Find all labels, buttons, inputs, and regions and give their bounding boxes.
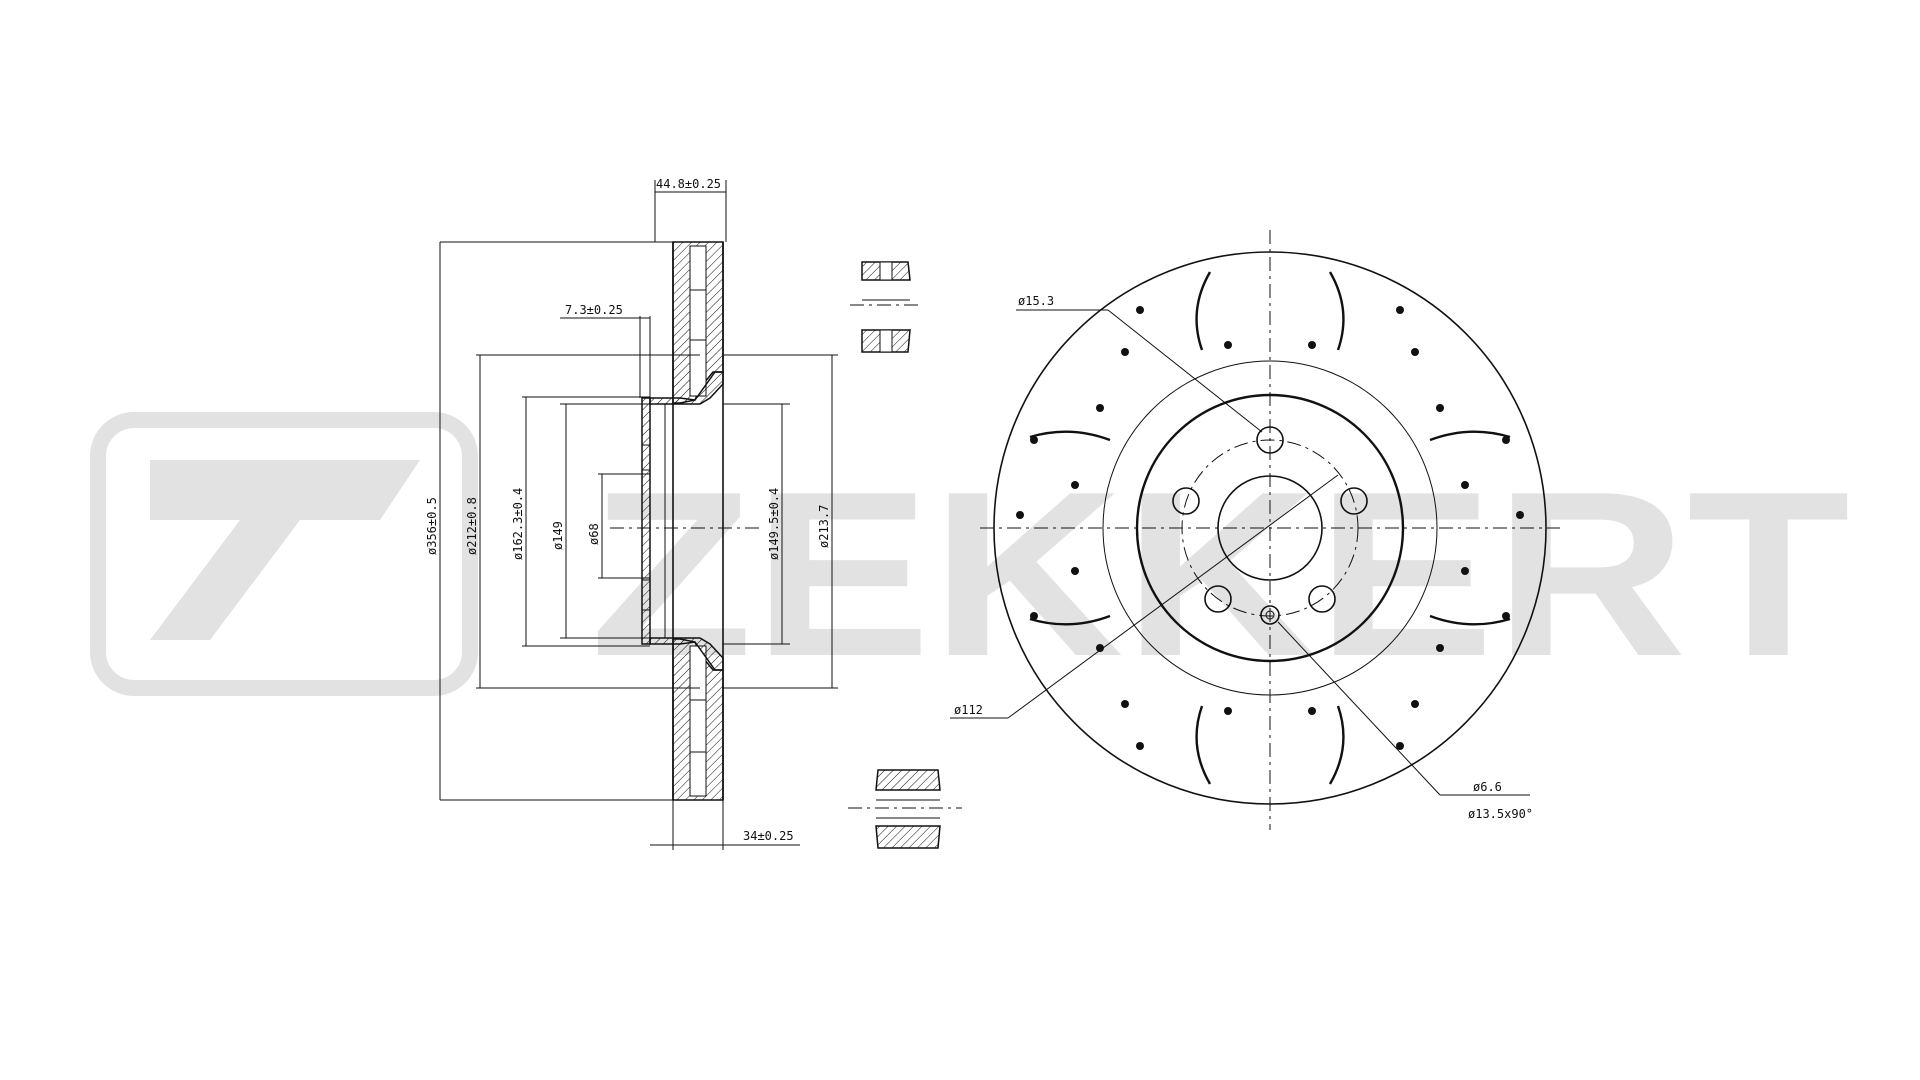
- outer-disc-circle: [993, 251, 1547, 805]
- label-small-hole: ø6.6: [1473, 780, 1502, 794]
- side-section-view: 44.8±0.25 7.3±0.25 34±0.25 ø356±0.5 ø212…: [425, 177, 838, 850]
- small-locating-hole: [1260, 605, 1280, 625]
- dim-total-width: 44.8±0.25: [656, 177, 721, 191]
- label-chamfer: ø13.5x90°: [1468, 807, 1533, 821]
- hat-section: [649, 371, 724, 405]
- dim-diameter-162: ø162.3±0.4: [511, 488, 525, 560]
- label-bolt-hole: ø15.3: [1018, 294, 1054, 308]
- dim-disc-thickness: 34±0.25: [743, 829, 794, 843]
- watermark-text: ZEKKERT: [590, 442, 1850, 705]
- dim-diameter-68: ø68: [587, 523, 601, 545]
- slots: [1029, 271, 1511, 785]
- pcd-circle: [1181, 439, 1359, 617]
- centre-bore: [1217, 475, 1323, 581]
- dim-outer-diameter: ø356±0.5: [425, 497, 439, 555]
- dim-diameter-213: ø213.7: [817, 505, 831, 548]
- dim-hat-thickness: 7.3±0.25: [565, 303, 623, 317]
- zekkert-watermark: ZEKKERT: [90, 412, 1850, 705]
- dim-diameter-149-5: ø149.5±0.4: [767, 488, 781, 560]
- drilled-holes: [1016, 306, 1524, 750]
- friction-inner-circle: [1102, 360, 1438, 696]
- hat-outer-circle: [1135, 393, 1405, 663]
- detail-section-bottom: [848, 769, 962, 849]
- detail-section-top: [850, 261, 920, 353]
- front-view: ø15.3 ø112 ø6.6 ø13.5x90°: [950, 230, 1560, 830]
- dim-diameter-212: ø212±0.8: [465, 497, 479, 555]
- label-pcd: ø112: [954, 703, 983, 717]
- dim-diameter-149: ø149: [551, 521, 565, 550]
- watermark-logo-z: [150, 460, 420, 640]
- bolt-holes: [1172, 426, 1368, 613]
- watermark-logo-frame: [90, 412, 478, 696]
